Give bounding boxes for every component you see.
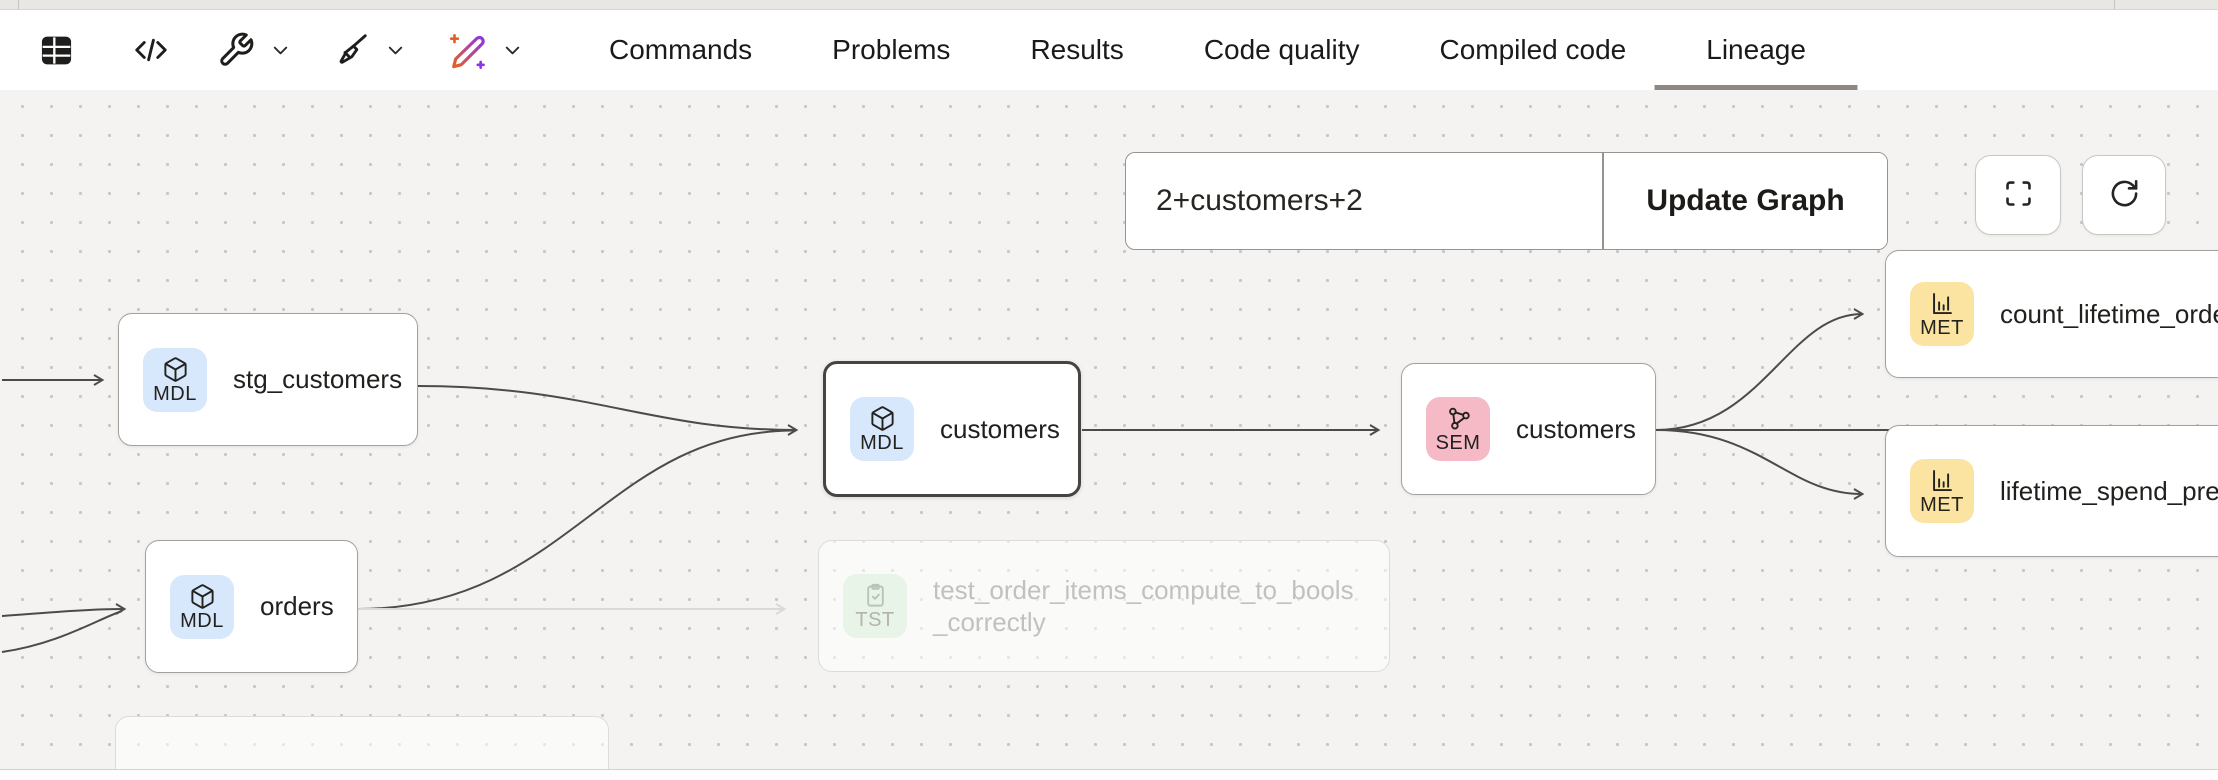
node-label: stg_customers xyxy=(233,364,403,394)
table-icon xyxy=(38,33,75,68)
badge-type-label: MET xyxy=(1920,494,1964,516)
build-tools-button[interactable] xyxy=(217,31,255,69)
toolbar: Commands Problems Results Code quality C… xyxy=(0,10,2218,90)
lineage-edges xyxy=(1,308,1958,653)
ai-assist-dropdown[interactable] xyxy=(501,39,524,62)
magic-pencil-icon xyxy=(447,30,487,70)
metric-type-badge: MET xyxy=(1910,282,1974,346)
tab-problems[interactable]: Problems xyxy=(832,34,951,65)
update-graph-button[interactable]: Update Graph xyxy=(1604,153,1887,249)
lineage-node-customers-model[interactable]: MDL customers xyxy=(823,361,1081,497)
badge-type-label: TST xyxy=(855,609,895,631)
tab-lineage[interactable]: Lineage xyxy=(1706,10,1806,90)
build-tools-dropdown[interactable] xyxy=(269,39,292,62)
panel-tabs: Commands Problems Results Code quality C… xyxy=(609,10,1806,90)
top-strip-divider xyxy=(18,0,19,9)
chevron-down-icon xyxy=(501,39,524,62)
clean-dropdown[interactable] xyxy=(384,39,407,62)
lineage-canvas[interactable]: MDL stg_customers MDL orders MDL custome… xyxy=(0,90,2218,770)
model-type-badge: MDL xyxy=(170,574,234,639)
semantic-type-badge: SEM xyxy=(1426,397,1490,461)
badge-type-label: MET xyxy=(1920,317,1964,339)
toolbar-icon-group xyxy=(0,30,524,70)
node-label: test_order_items_compute_to_bools_correc… xyxy=(933,574,1354,638)
model-type-badge: MDL xyxy=(850,397,914,461)
fullscreen-button[interactable] xyxy=(1975,155,2061,235)
node-label: customers xyxy=(940,413,1060,444)
semantic-graph-icon xyxy=(1448,407,1470,430)
refresh-icon xyxy=(2109,178,2140,212)
lineage-node-customers-semantic[interactable]: SEM customers xyxy=(1401,363,1656,495)
cube-icon xyxy=(190,583,214,609)
table-preview-button[interactable] xyxy=(38,33,75,68)
selector-divider xyxy=(1602,153,1604,249)
compile-code-button[interactable] xyxy=(131,32,171,68)
bottom-panel-edge xyxy=(0,769,2218,780)
lineage-node-count_lifetime_order[interactable]: MET count_lifetime_order xyxy=(1885,250,2218,378)
test-type-badge: TST xyxy=(843,574,907,638)
lineage-selector-group: 2+customers+2 Update Graph xyxy=(1125,152,1888,250)
badge-type-label: SEM xyxy=(1435,432,1481,454)
badge-type-label: MDL xyxy=(153,382,197,405)
top-strip-divider xyxy=(2114,0,2115,9)
wrench-icon xyxy=(217,31,255,69)
node-label: count_lifetime_order xyxy=(2000,298,2218,329)
tab-code-quality[interactable]: Code quality xyxy=(1203,34,1360,65)
chevron-down-icon xyxy=(384,39,407,62)
broom-icon xyxy=(332,31,370,69)
lineage-node-test_order_items[interactable]: TST test_order_items_compute_to_bools_co… xyxy=(818,540,1390,672)
cube-icon xyxy=(870,406,894,431)
refresh-button[interactable] xyxy=(2082,155,2166,235)
ai-assist-button[interactable] xyxy=(447,30,487,70)
bar-chart-icon xyxy=(1932,469,1952,492)
clipboard-check-icon xyxy=(866,583,884,607)
lineage-node-orders[interactable]: MDL orders xyxy=(145,540,358,673)
lineage-selector-input[interactable]: 2+customers+2 xyxy=(1156,184,1363,217)
tab-compiled-code[interactable]: Compiled code xyxy=(1439,34,1627,65)
chevron-down-icon xyxy=(269,39,292,62)
metric-type-badge: MET xyxy=(1910,459,1974,523)
lineage-node-stg_customers[interactable]: MDL stg_customers xyxy=(118,313,418,446)
tab-commands[interactable]: Commands xyxy=(609,34,753,65)
node-label: customers xyxy=(1516,413,1636,444)
model-type-badge: MDL xyxy=(143,347,207,412)
maximize-icon xyxy=(2003,178,2034,212)
window-top-strip xyxy=(0,0,2218,10)
bar-chart-icon xyxy=(1932,292,1952,315)
node-label: lifetime_spend_preta xyxy=(2000,475,2218,506)
badge-type-label: MDL xyxy=(180,609,224,632)
node-label: orders xyxy=(260,591,334,621)
badge-type-label: MDL xyxy=(860,432,904,454)
lineage-node-clipped[interactable] xyxy=(115,716,609,770)
tab-results[interactable]: Results xyxy=(1030,34,1124,65)
code-icon xyxy=(131,32,171,68)
clean-button[interactable] xyxy=(332,31,370,69)
cube-icon xyxy=(163,356,187,382)
lineage-node-lifetime_spend_preta[interactable]: MET lifetime_spend_preta xyxy=(1885,425,2218,557)
